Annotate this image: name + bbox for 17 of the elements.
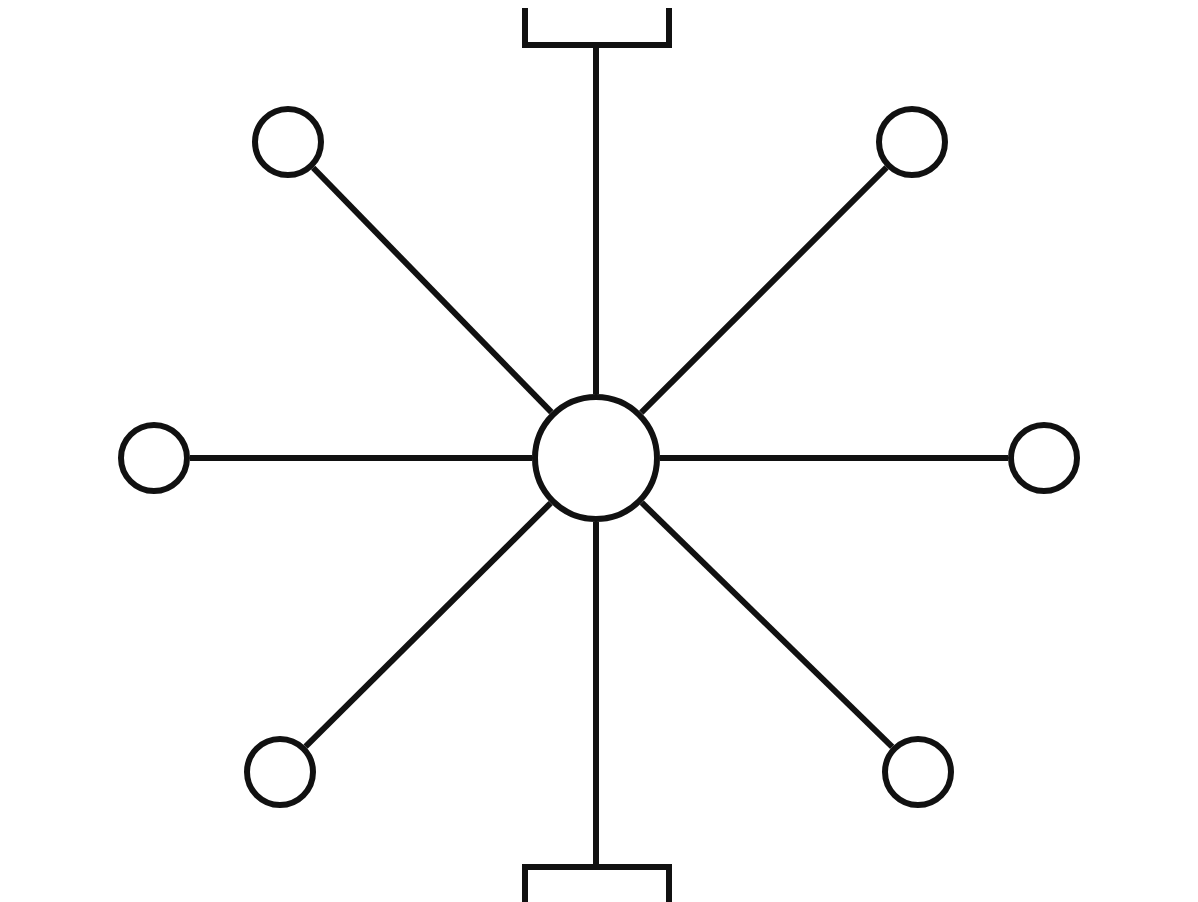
node-circle (118, 422, 190, 494)
connector-line (639, 500, 895, 749)
connector-line (303, 501, 553, 749)
connector-line (310, 165, 554, 415)
node-circle (244, 736, 316, 808)
connector-line (593, 522, 599, 864)
connector-line (660, 455, 1008, 461)
node-circle (876, 106, 948, 178)
node-circle (1008, 422, 1080, 494)
node-circle (252, 106, 324, 178)
node-circle (532, 394, 660, 522)
terminator-bar (522, 8, 672, 48)
terminator-bar (522, 864, 672, 902)
node-circle (882, 736, 954, 808)
connector-line (190, 455, 532, 461)
connector-line (639, 165, 889, 415)
connector-line (593, 48, 599, 394)
